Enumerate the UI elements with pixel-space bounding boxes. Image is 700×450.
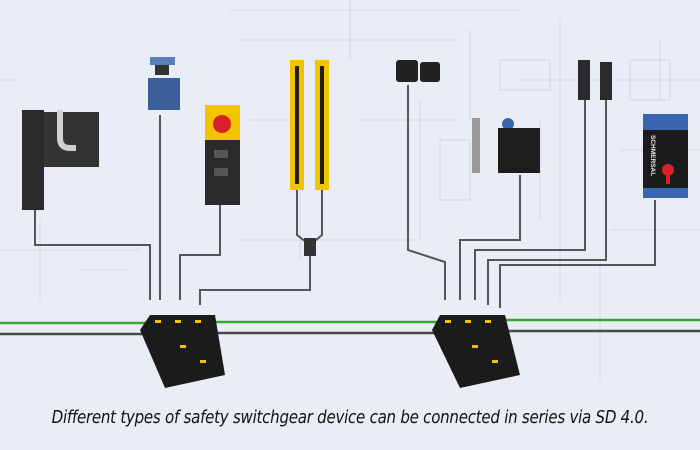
- caption: Different types of safety switchgear dev…: [51, 408, 649, 428]
- magnetic-sensor-pair: [396, 60, 440, 82]
- sd-distributor-left: [140, 315, 225, 388]
- bus-cables: [0, 318, 700, 336]
- emergency-stop-control-box: [205, 105, 240, 205]
- sensor: [148, 57, 180, 110]
- solenoid-interlock-blue: SCHMERSAL: [643, 114, 688, 198]
- door-handle-switch: [22, 110, 99, 210]
- sd-distributor-right: [432, 315, 520, 388]
- solenoid-interlock: [472, 118, 540, 173]
- device-cables: [34, 85, 656, 308]
- magnetic-sensors: [578, 60, 612, 100]
- brand-label: SCHMERSAL: [649, 135, 656, 176]
- light-curtain-pair: [290, 60, 329, 256]
